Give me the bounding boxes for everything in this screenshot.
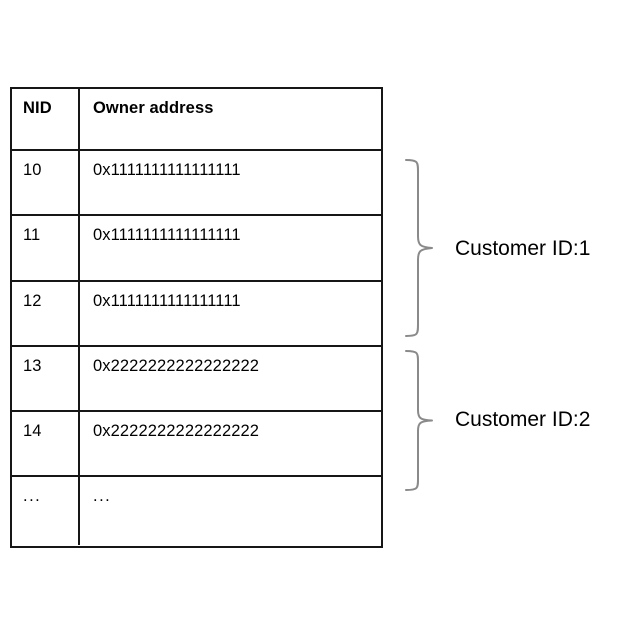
table-row: 10 0x1111111111111111 [12, 151, 381, 216]
annotation-label-customer-id-2: Customer ID:2 [455, 408, 591, 431]
header-cell-nid: NID [12, 89, 80, 149]
table-row: 13 0x2222222222222222 [12, 347, 381, 412]
cell-owner-address: 0x1111111111111111 [80, 216, 381, 280]
cell-owner-address: 0x2222222222222222 [80, 412, 381, 475]
nid-value: 12 [23, 292, 42, 310]
owner-address-value: 0x2222222222222222 [93, 357, 260, 375]
column-header-owner-address: Owner address [93, 99, 214, 117]
curly-brace-icon [398, 349, 438, 492]
owner-address-value: ... [93, 487, 112, 505]
cell-owner-address: 0x1111111111111111 [80, 282, 381, 345]
owner-address-value: 0x1111111111111111 [93, 292, 241, 310]
nid-value: 10 [23, 161, 42, 179]
table-row: ... ... [12, 477, 381, 545]
nid-value: 13 [23, 357, 42, 375]
table-row: 14 0x2222222222222222 [12, 412, 381, 477]
column-header-nid: NID [23, 99, 52, 117]
owner-address-value: 0x1111111111111111 [93, 226, 241, 244]
cell-nid: 13 [12, 347, 80, 410]
table-header-row: NID Owner address [12, 89, 381, 151]
annotation-label-customer-id-1: Customer ID:1 [455, 237, 591, 260]
cell-nid: 12 [12, 282, 80, 345]
brace-customer-id-2 [398, 349, 438, 492]
nid-owner-address-table: NID Owner address 10 0x1111111111111111 … [10, 87, 383, 548]
owner-address-value: 0x1111111111111111 [93, 161, 241, 179]
nid-value: 14 [23, 422, 42, 440]
header-cell-owner-address: Owner address [80, 89, 381, 149]
table-row: 12 0x1111111111111111 [12, 282, 381, 347]
owner-address-value: 0x2222222222222222 [93, 422, 260, 440]
cell-owner-address: 0x2222222222222222 [80, 347, 381, 410]
brace-customer-id-1 [398, 158, 438, 338]
cell-owner-address: ... [80, 477, 381, 545]
cell-owner-address: 0x1111111111111111 [80, 151, 381, 214]
cell-nid: ... [12, 477, 80, 545]
nid-value: ... [23, 487, 42, 505]
cell-nid: 11 [12, 216, 80, 280]
curly-brace-icon [398, 158, 438, 338]
nid-value: 11 [23, 226, 41, 244]
cell-nid: 10 [12, 151, 80, 214]
table-row: 11 0x1111111111111111 [12, 216, 381, 282]
cell-nid: 14 [12, 412, 80, 475]
